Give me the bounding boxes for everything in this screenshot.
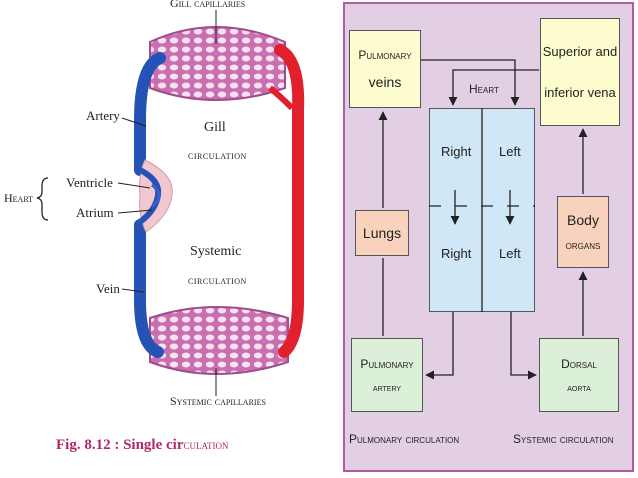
efferent-vessel — [268, 85, 295, 111]
pulmonary-veins-box: Pulmonary veins — [349, 30, 421, 108]
body-organs-label-1: Body — [567, 212, 599, 228]
vein-label: Vein — [96, 281, 120, 296]
artery-vessel — [134, 52, 166, 176]
pulmonary-circulation-label: Pulmonary circulation — [349, 432, 460, 446]
vena-cava-label-1: Superior and — [542, 44, 618, 59]
arrow-veins-to-left-heart — [421, 59, 520, 106]
right-lower-label: Right — [441, 246, 472, 261]
flow-arrows — [378, 59, 588, 380]
vena-cava-box: Superior and inferior vena — [540, 18, 620, 126]
right-upper-label: Right — [441, 144, 472, 159]
arrow-vena-to-right-heart — [448, 69, 539, 106]
vena-cava-label-2: inferior vena — [544, 85, 616, 100]
single-circulation-diagram — [36, 10, 305, 396]
gill-circulation-label: Gill — [204, 120, 226, 135]
systemic-circulation-label-right: Systemic circulation — [513, 432, 614, 446]
label-pointers — [117, 10, 217, 396]
dorsal-aorta-vessel — [274, 44, 305, 358]
body-organs-box: Body organs — [557, 196, 609, 268]
double-circulation-panel: Pulmonary veins Superior and inferior ve… — [343, 2, 634, 472]
heart-brace — [36, 177, 49, 221]
dorsal-aorta-label-1: Dorsal — [561, 356, 597, 371]
pulmonary-artery-label-2: artery — [372, 382, 402, 394]
pulmonary-veins-label-1: Pulmonary — [358, 48, 412, 62]
lungs-label: Lungs — [362, 225, 402, 241]
systemic-circulation-label-2: circulation — [188, 275, 247, 287]
gill-capillaries-label: Gill capillaries — [170, 0, 246, 10]
ventricle-label: Ventricle — [66, 175, 113, 190]
vein-vessel — [134, 219, 164, 358]
left-upper-label: Left — [499, 144, 521, 159]
figure-caption-main: Fig. 8.12 : Single cir — [56, 437, 184, 453]
systemic-circulation-label: Systemic — [190, 244, 242, 259]
figure-caption: Fig. 8.12 : Single circulation — [56, 437, 229, 454]
gill-circulation-label-2: circulation — [188, 150, 247, 162]
gill-capillary-bed — [149, 26, 286, 101]
dorsal-aorta-label-2: aorta — [567, 382, 591, 394]
arrow-heart-to-pulmonary-artery — [425, 312, 454, 380]
figure-caption-suffix: culation — [183, 437, 229, 452]
atrium-label: Atrium — [76, 205, 114, 220]
heart-chambers — [138, 159, 173, 233]
left-lower-label: Left — [499, 246, 521, 261]
systemic-capillaries-label: Systemic capillaries — [170, 394, 266, 408]
artery-label: Artery — [86, 108, 120, 123]
pulmonary-veins-label-2: veins — [368, 74, 402, 90]
heart-label: Heart — [4, 191, 34, 205]
pulmonary-artery-box: Pulmonary artery — [351, 338, 423, 412]
dorsal-aorta-box: Dorsal aorta — [539, 338, 619, 412]
heart-label-right: Heart — [469, 82, 499, 96]
pulmonary-artery-label-1: Pulmonary — [360, 356, 414, 371]
arrow-heart-to-aorta — [510, 312, 537, 380]
systemic-capillary-bed — [149, 306, 289, 375]
lungs-box: Lungs — [355, 210, 409, 256]
body-organs-label-2: organs — [565, 238, 601, 252]
